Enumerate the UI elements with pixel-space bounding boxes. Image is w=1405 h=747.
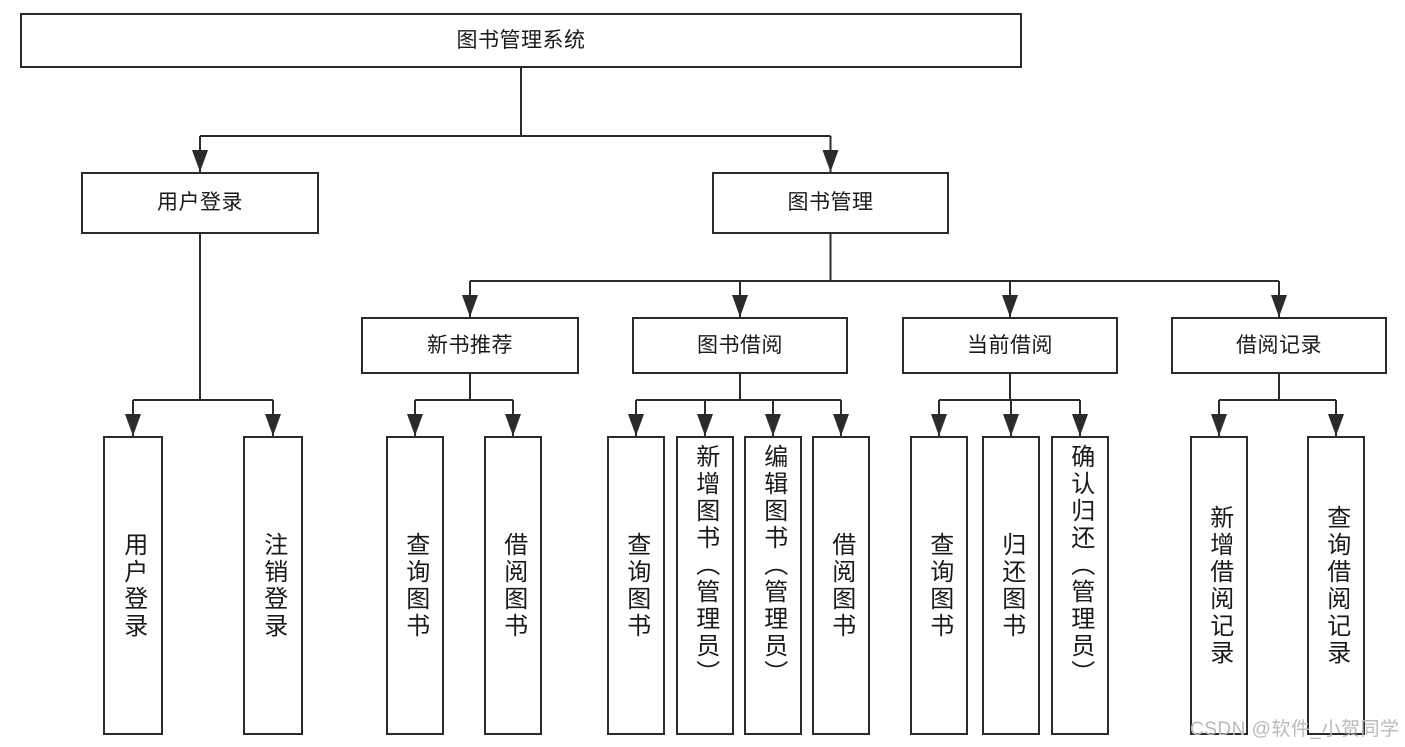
node-leaf-user-login[interactable]: 用户登录: [103, 436, 163, 735]
arrowhead: [628, 414, 644, 436]
node-label: 查询图书: [401, 531, 429, 640]
node-label: 用户登录: [157, 191, 243, 215]
node-label: 新书推荐: [427, 333, 513, 357]
node-l1-user-login[interactable]: 用户登录: [81, 172, 319, 234]
node-label: 新增借阅记录: [1205, 504, 1233, 667]
arrowhead: [732, 295, 748, 317]
arrowhead: [505, 414, 521, 436]
node-leaf-bb-edit[interactable]: 编辑图书（管理员）: [744, 436, 802, 735]
node-root[interactable]: 图书管理系统: [20, 13, 1022, 68]
node-label: 查询借阅记录: [1322, 504, 1350, 667]
node-leaf-bb-query[interactable]: 查询图书: [607, 436, 665, 735]
node-label: 注销登录: [259, 531, 287, 640]
arrowhead: [822, 150, 839, 172]
node-l2-records[interactable]: 借阅记录: [1171, 317, 1387, 374]
node-label: 当前借阅: [967, 333, 1053, 357]
node-label: 借阅图书: [499, 531, 527, 640]
node-label: 用户登录: [119, 531, 147, 640]
node-l2-current[interactable]: 当前借阅: [902, 317, 1118, 374]
node-l1-book-mgmt[interactable]: 图书管理: [712, 172, 949, 234]
arrowhead: [1271, 295, 1287, 317]
node-leaf-bb-add[interactable]: 新增图书（管理员）: [676, 436, 734, 735]
node-label: 查询图书: [622, 531, 650, 640]
arrowhead: [697, 414, 713, 436]
node-leaf-bb-borrow[interactable]: 借阅图书: [812, 436, 870, 735]
node-leaf-nb-query[interactable]: 查询图书: [386, 436, 444, 735]
arrowhead: [1211, 414, 1227, 436]
node-label: 图书管理: [787, 191, 874, 215]
node-leaf-nb-borrow[interactable]: 借阅图书: [484, 436, 542, 735]
node-label: 借阅图书: [827, 531, 855, 640]
watermark-text: CSDN @软件_小贺同学: [1190, 719, 1400, 740]
node-label: 图书借阅: [697, 333, 783, 357]
arrowhead: [125, 414, 141, 436]
arrowhead: [1002, 295, 1018, 317]
node-leaf-cb-confirm[interactable]: 确认归还（管理员）: [1051, 436, 1109, 735]
node-leaf-logout[interactable]: 注销登录: [243, 436, 303, 735]
arrowhead: [1328, 414, 1344, 436]
node-l2-new-book[interactable]: 新书推荐: [361, 317, 579, 374]
arrowhead: [1003, 414, 1019, 436]
arrowhead: [407, 414, 423, 436]
arrowhead: [833, 414, 849, 436]
node-label: 归还图书: [997, 531, 1025, 640]
node-leaf-cb-query[interactable]: 查询图书: [910, 436, 968, 735]
node-label: 图书管理系统: [456, 28, 586, 52]
arrowhead: [192, 150, 208, 172]
arrowhead: [1072, 414, 1088, 436]
node-leaf-cb-return[interactable]: 归还图书: [982, 436, 1040, 735]
node-label: 编辑图书（管理员）: [759, 444, 787, 687]
arrowhead: [931, 414, 947, 436]
node-leaf-rec-add[interactable]: 新增借阅记录: [1190, 436, 1248, 735]
node-leaf-rec-query[interactable]: 查询借阅记录: [1307, 436, 1365, 735]
node-l2-borrow[interactable]: 图书借阅: [632, 317, 848, 374]
node-label: 确认归还（管理员）: [1066, 444, 1094, 687]
node-label: 借阅记录: [1236, 333, 1322, 357]
arrowhead: [265, 414, 281, 436]
arrowhead: [765, 414, 781, 436]
node-label: 新增图书（管理员）: [691, 444, 719, 687]
arrowhead: [462, 295, 478, 317]
node-label: 查询图书: [925, 531, 953, 640]
